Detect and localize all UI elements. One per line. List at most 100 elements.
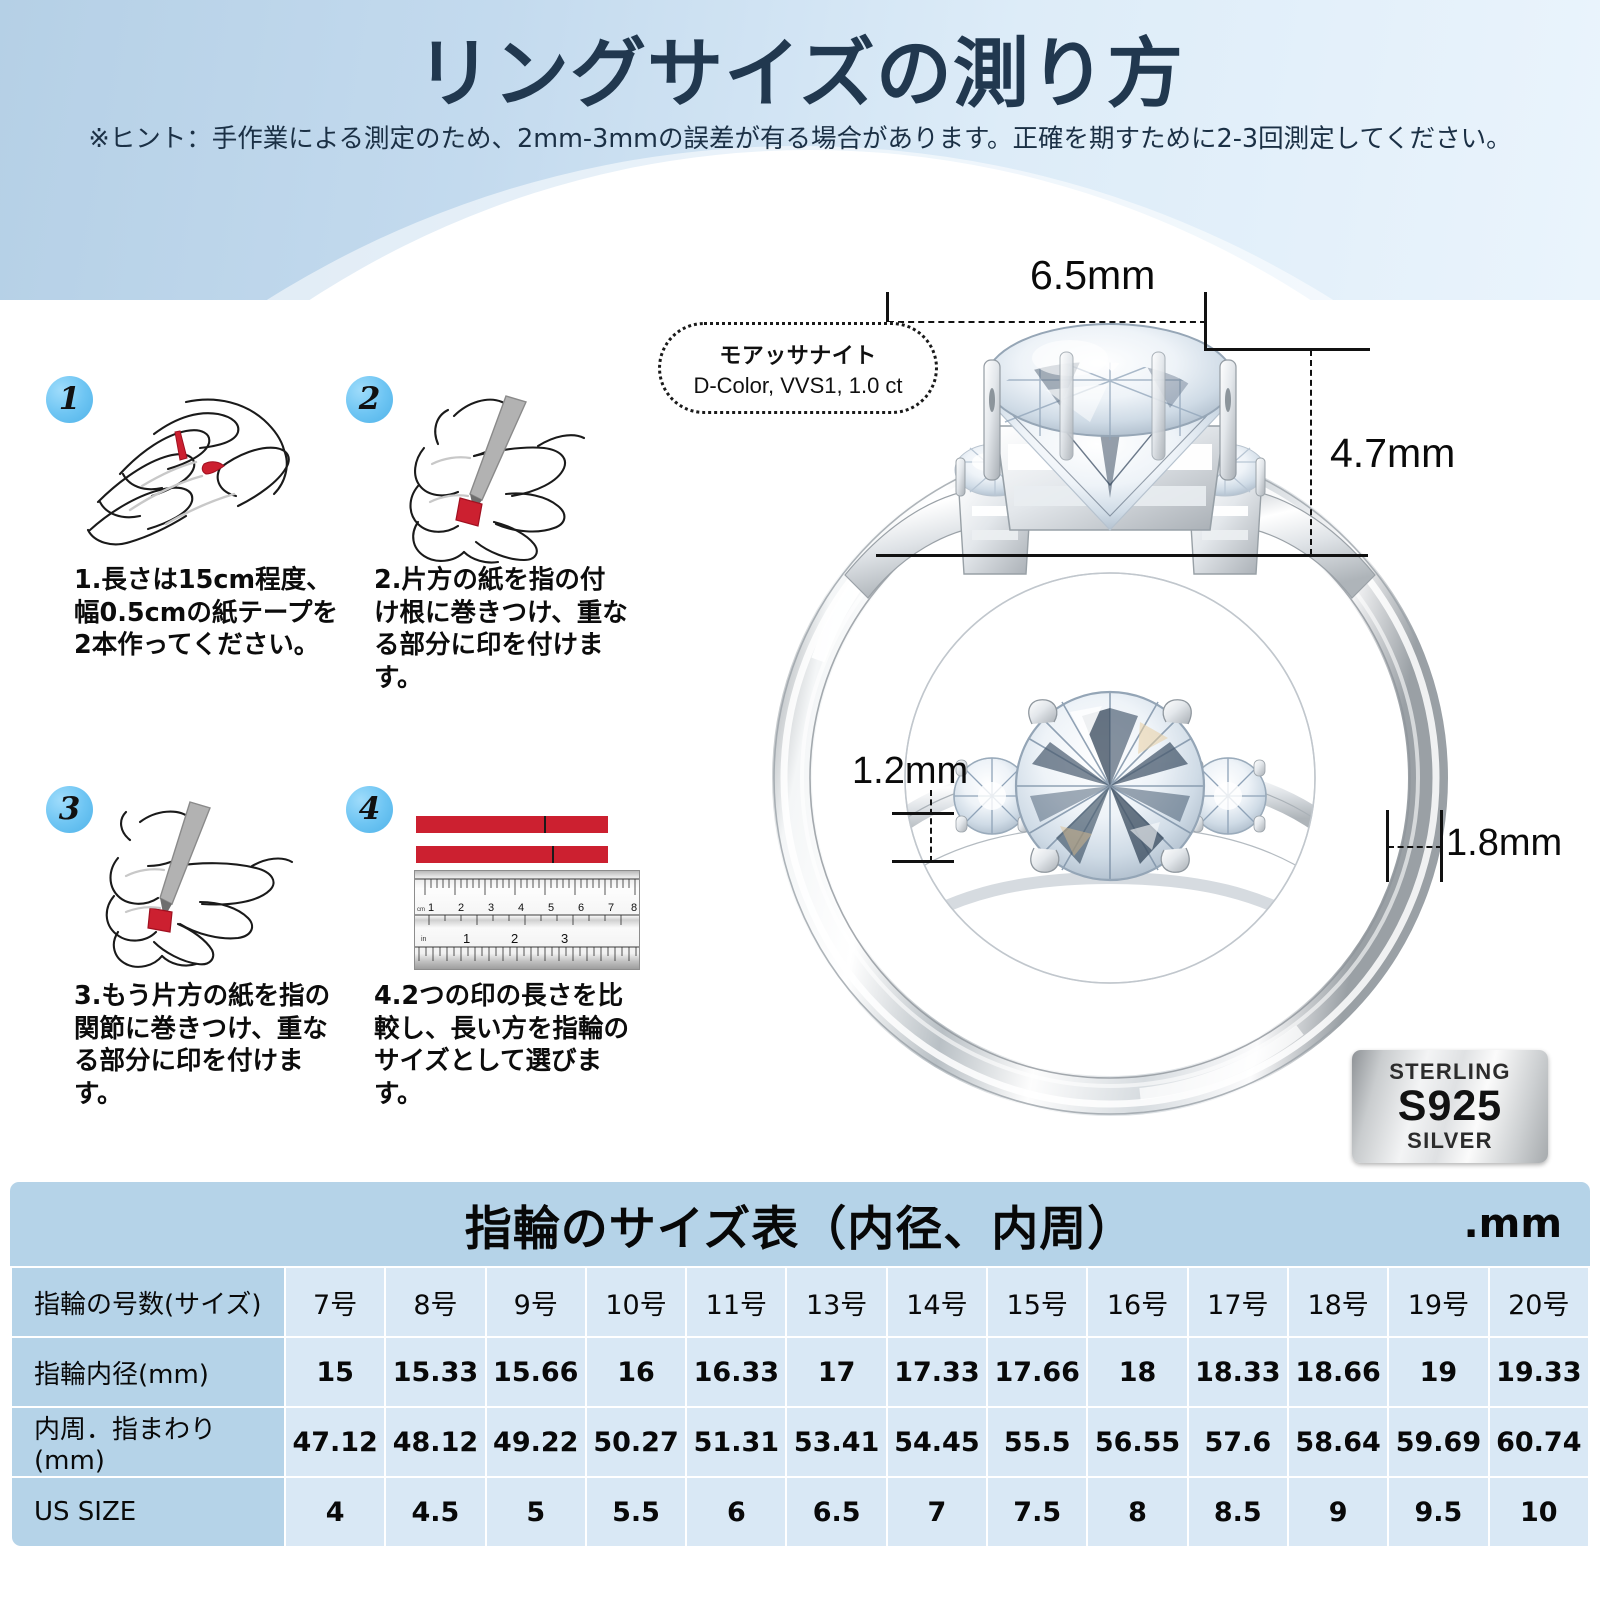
- table-cell: 5: [486, 1478, 585, 1546]
- table-cell: 15.33: [386, 1338, 485, 1406]
- step-1: 1 1.長さは15cm程度、: [46, 376, 346, 676]
- svg-text:2: 2: [458, 902, 464, 914]
- ring-setting-side: [844, 323, 1376, 599]
- ring-illustration-area: モアッサナイト D-Color, VVS1, 1.0 ct: [640, 230, 1600, 1190]
- table-cell: 53.41: [787, 1408, 886, 1476]
- inset-side-stone-left: [953, 757, 1031, 835]
- dim-tick-left-1-8mm: [1386, 810, 1389, 882]
- table-cell: 6.5: [787, 1478, 886, 1546]
- dim-tick-right-6-5mm: [1204, 292, 1207, 350]
- moissanite-callout: モアッサナイト D-Color, VVS1, 1.0 ct: [658, 322, 938, 414]
- step-3-illustration: [74, 800, 324, 975]
- table-cell: 9号: [486, 1268, 585, 1336]
- row-label: US SIZE: [12, 1478, 284, 1546]
- table-cell: 20号: [1489, 1268, 1588, 1336]
- row-label: 指輪内径(mm): [12, 1338, 284, 1406]
- tape-mark-short: [552, 846, 554, 863]
- row-label: 内周．指まわり(mm): [12, 1408, 284, 1476]
- step-1-illustration: [68, 390, 338, 565]
- table-cell: 6: [687, 1478, 786, 1546]
- dim-label-6-5mm: 6.5mm: [1030, 252, 1156, 298]
- step-1-badge: 1: [46, 376, 93, 423]
- dim-line-top-1-2mm: [892, 812, 954, 815]
- tape-strip-long: [416, 816, 608, 833]
- callout-line-2: D-Color, VVS1, 1.0 ct: [693, 372, 903, 398]
- tape-strip-short: [416, 846, 608, 863]
- table-cell: 16: [586, 1338, 686, 1406]
- table-cell: 8.5: [1188, 1478, 1287, 1546]
- size-table-title: 指輪のサイズ表（内径、内周）: [464, 1201, 1136, 1257]
- dim-line-1-8mm: [1388, 846, 1442, 848]
- dim-label-1-8mm: 1.8mm: [1446, 822, 1563, 864]
- table-cell: 18.66: [1288, 1338, 1388, 1406]
- hint-text: ※ヒント：手作業による測定のため、2mm-3mmの誤差が有る場合があります。正確…: [88, 124, 1512, 154]
- step-4-badge: 4: [346, 786, 393, 833]
- table-cell: 8号: [386, 1268, 485, 1336]
- table-cell: 51.31: [687, 1408, 786, 1476]
- svg-text:6: 6: [578, 902, 584, 914]
- dim-tick-1-2mm: [930, 790, 932, 862]
- step-3-text: 3.もう片方の紙を指の関節に巻きつけ、重なる部分に印を付けます。: [74, 981, 331, 1109]
- table-cell: 17.66: [988, 1338, 1087, 1406]
- table-cell: 17号: [1188, 1268, 1287, 1336]
- badge-s925-text: S925: [1397, 1081, 1503, 1130]
- svg-text:1: 1: [428, 902, 434, 914]
- step-1-text: 1.長さは15cm程度、幅0.5cmの紙テープを2本作ってください。: [74, 565, 338, 661]
- step-2: 2 2.片方の紙を指の付け根に巻きつけ、重なる部分: [346, 376, 646, 693]
- dim-line-4-7mm: [1310, 350, 1312, 555]
- table-cell: 16.33: [687, 1338, 786, 1406]
- header-banner: [0, 0, 1600, 300]
- row-label: 指輪の号数(サイズ): [12, 1268, 284, 1336]
- page-title: リングサイズの測り方: [416, 29, 1184, 118]
- callout-line-1: モアッサナイト: [719, 343, 877, 369]
- dim-label-1-2mm: 1.2mm: [852, 750, 969, 792]
- table-cell: 7.5: [988, 1478, 1087, 1546]
- table-cell: 57.6: [1188, 1408, 1287, 1476]
- badge-silver-text: SILVER: [1407, 1128, 1493, 1154]
- svg-text:3: 3: [488, 902, 494, 914]
- svg-text:2: 2: [511, 931, 518, 946]
- table-cell: 17.33: [887, 1338, 987, 1406]
- size-table-header: 指輪のサイズ表（内径、内周） .mm: [10, 1182, 1590, 1266]
- dim-line-bottom-1-2mm: [892, 860, 954, 863]
- step-2-text: 2.片方の紙を指の付け根に巻きつけ、重なる部分に印を付けます。: [374, 565, 628, 693]
- svg-text:1: 1: [463, 931, 470, 946]
- table-cell: 48.12: [386, 1408, 485, 1476]
- table-cell: 19号: [1389, 1268, 1488, 1336]
- table-cell: 56.55: [1088, 1408, 1187, 1476]
- dim-line-bottom-4-7mm: [876, 554, 1368, 557]
- svg-text:8: 8: [631, 902, 637, 914]
- svg-text:5: 5: [548, 902, 554, 914]
- step-3-badge: 3: [46, 786, 93, 833]
- table-cell: 4: [286, 1478, 385, 1546]
- table-cell: 15: [286, 1338, 385, 1406]
- svg-text:cm: cm: [417, 907, 425, 913]
- step-4-text: 4.2つの印の長さを比較し、長い方を指輪のサイズとして選びます。: [374, 981, 630, 1109]
- table-cell: 50.27: [586, 1408, 686, 1476]
- table-cell: 60.74: [1489, 1408, 1588, 1476]
- ring-front-view-inset: [904, 572, 1316, 984]
- table-cell: 17: [787, 1338, 886, 1406]
- table-cell: 54.45: [887, 1408, 987, 1476]
- table-cell: 10号: [586, 1268, 686, 1336]
- table-cell: 58.64: [1288, 1408, 1388, 1476]
- step-2-badge: 2: [346, 376, 393, 423]
- badge-sterling-text: STERLING: [1389, 1058, 1511, 1084]
- step-3: 3 3.もう片方の紙を指の関節に巻きつけ、重なる部: [46, 786, 346, 1109]
- svg-text:3: 3: [561, 931, 568, 946]
- table-cell: 13号: [787, 1268, 886, 1336]
- tape-mark-long: [544, 816, 546, 833]
- inset-center-stone: [1014, 690, 1206, 882]
- svg-text:in: in: [421, 936, 427, 943]
- table-cell: 18: [1088, 1338, 1187, 1406]
- table-cell: 7: [887, 1478, 987, 1546]
- ring-graphic: [772, 323, 1448, 1116]
- table-cell: 5.5: [586, 1478, 686, 1546]
- table-cell: 9.5: [1389, 1478, 1488, 1546]
- table-cell: 19.33: [1489, 1338, 1588, 1406]
